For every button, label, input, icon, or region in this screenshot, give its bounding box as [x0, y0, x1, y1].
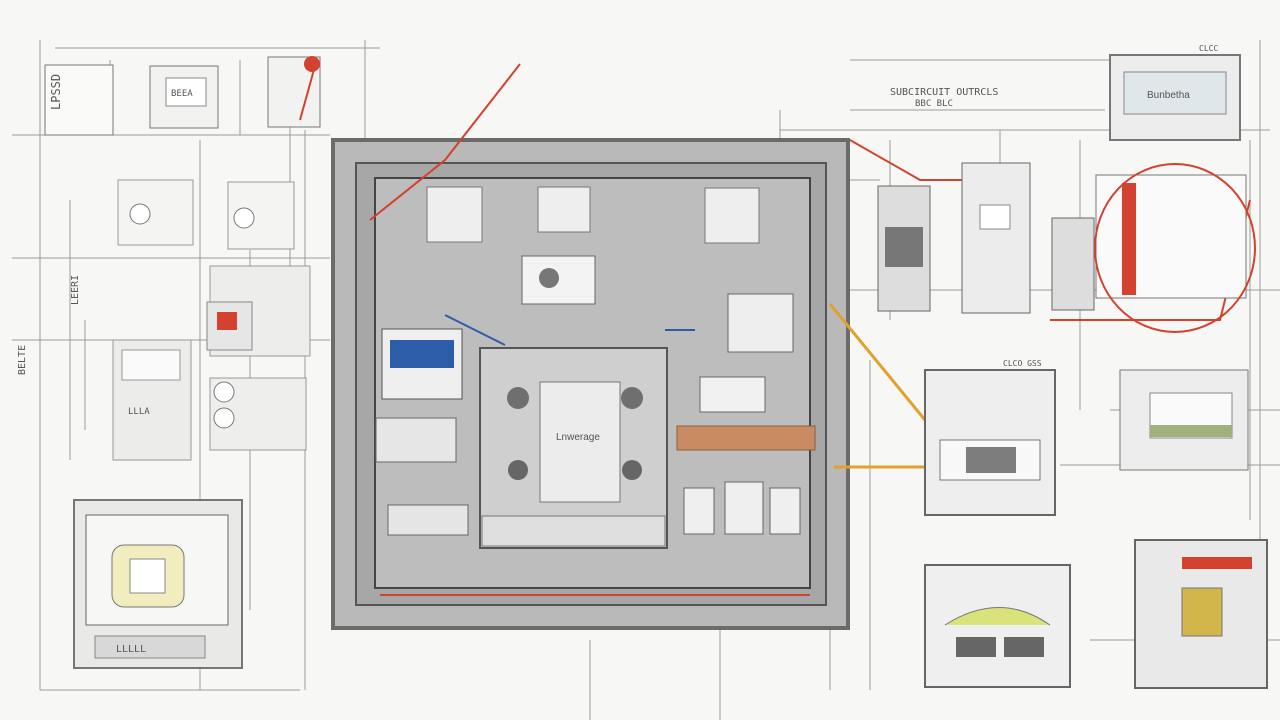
left-mini-b-label: LLLA [128, 407, 150, 417]
right-middle-devices [877, 162, 1256, 333]
center-top-sub: BBC BLC [915, 99, 953, 109]
center-top-title: SUBCIRCUIT OUTRCLS [890, 87, 998, 98]
center-device-label: Lnwerage [556, 432, 600, 443]
left-title-block: LPSSD BEEA [44, 56, 321, 136]
left-title-block-label: LPSSD [49, 74, 63, 110]
left-bottom-panel-label: LLLLL [116, 644, 146, 655]
left-side-vertical-a: LEERI [70, 275, 81, 305]
right-meter-small-label: CLCO GSS [1003, 359, 1042, 368]
inside-components [375, 186, 816, 536]
right-top-device-label: Bunbetha [1147, 90, 1190, 101]
indicator-light-icon [304, 56, 320, 72]
left-mini-a-label: BEEA [171, 89, 193, 99]
left-components: LLLA LEERI BELTE [17, 179, 311, 461]
left-bottom-panel: LLLLL [73, 499, 243, 669]
right-top-area: SUBCIRCUIT OUTRCLS BBC BLC Bunbetha CLCC [890, 44, 1241, 141]
right-top-small-label: CLCC [1199, 44, 1218, 53]
right-lower-devices: CLCO GSS [924, 359, 1268, 689]
left-side-vertical-b: BELTE [17, 345, 28, 375]
